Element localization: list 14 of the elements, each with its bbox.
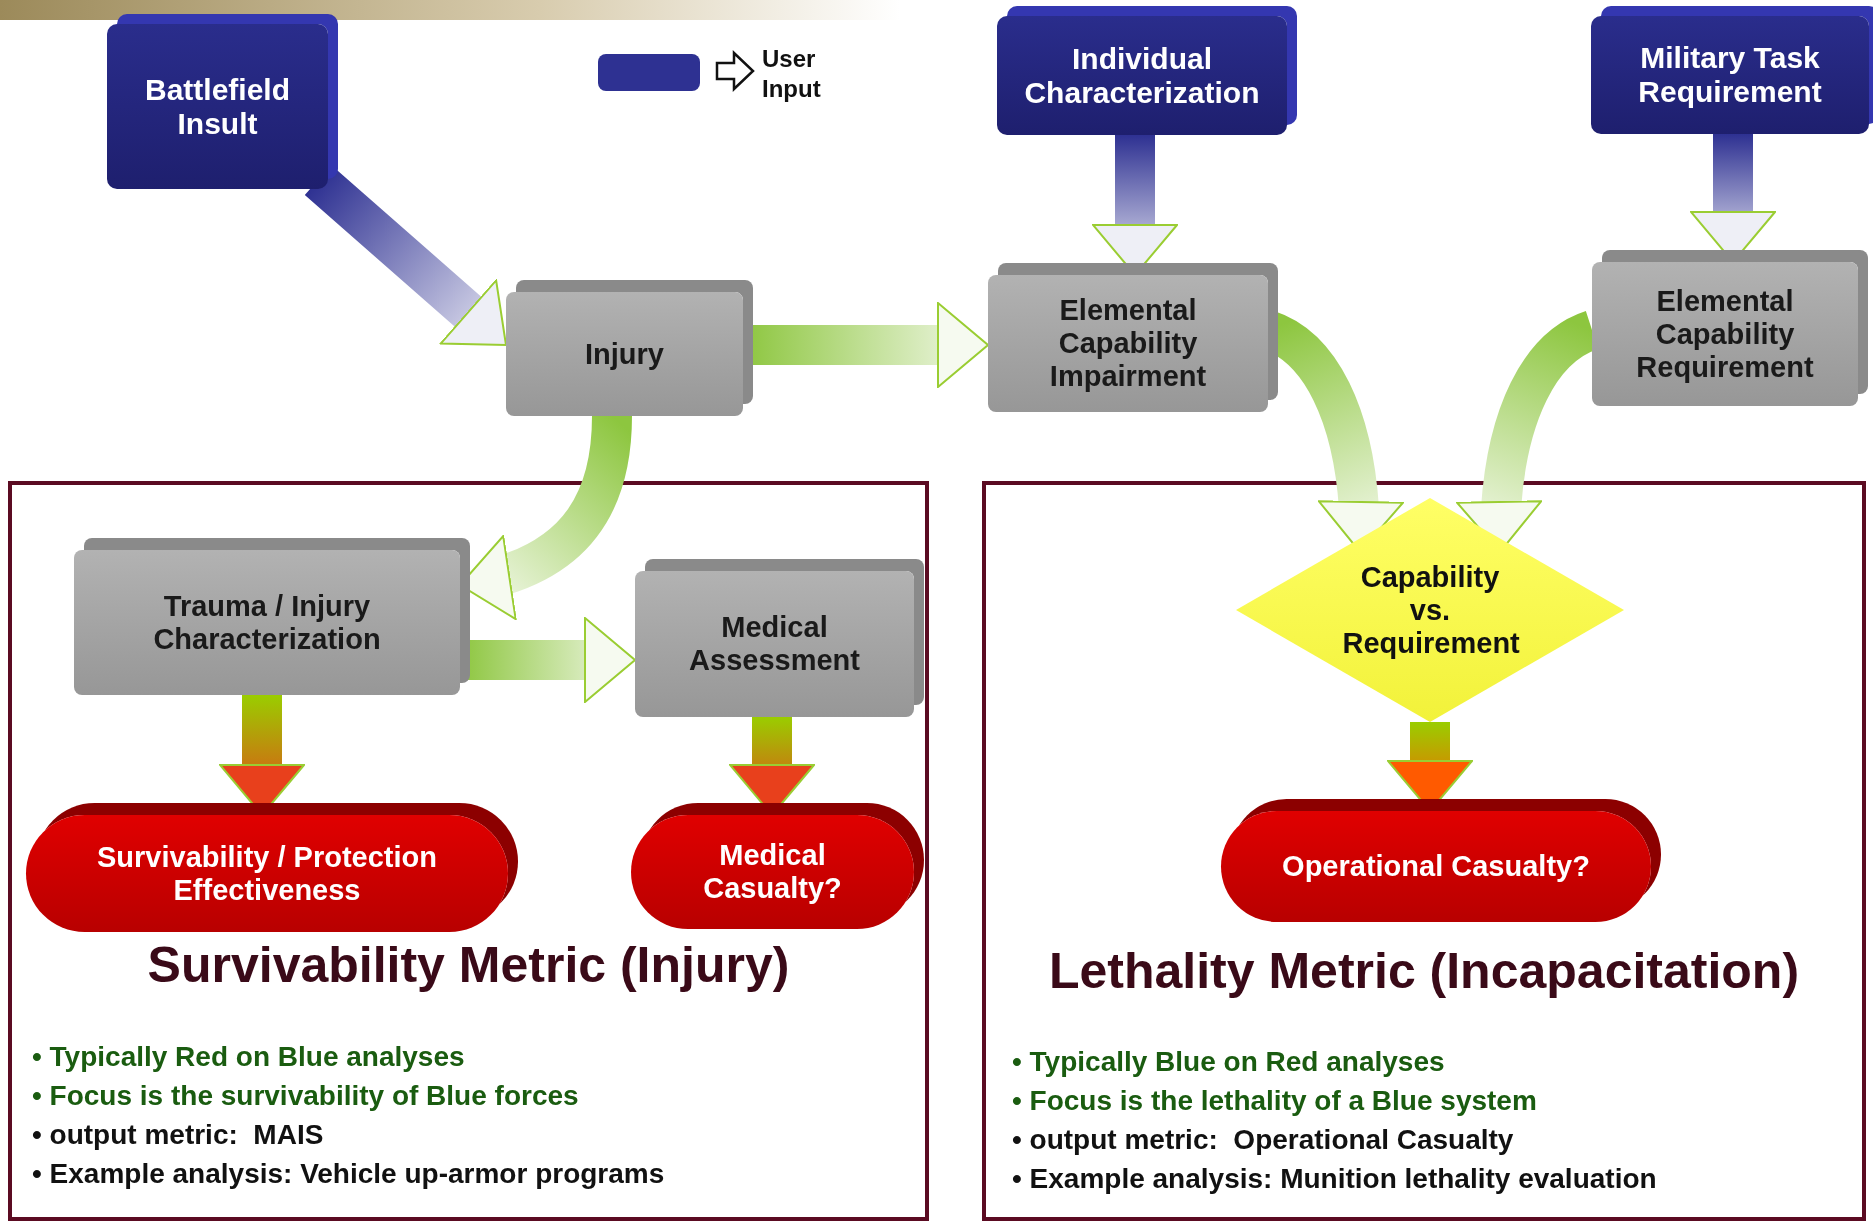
bullet-text: • Focus is the lethality of a Blue system <box>1012 1084 1538 1118</box>
bullet-text: • output metric: MAIS <box>32 1118 325 1152</box>
bullet-text: • Example analysis: Munition lethality evaluation <box>1012 1162 1657 1196</box>
bullet-text: • Focus is the survivability of Blue forces <box>32 1079 580 1113</box>
legend-label: User Input <box>762 44 822 104</box>
metric-panel <box>982 481 1866 1221</box>
bullet-text: • Typically Blue on Red analyses <box>1012 1045 1446 1079</box>
panel-heading: Lethality Metric (Incapacitation) <box>1047 942 1801 1000</box>
metric-panel <box>8 481 929 1221</box>
bullet-text: • Example analysis: Vehicle up-armor programs <box>32 1157 665 1191</box>
decision-diamond: Capability vs. Requirement <box>1236 498 1624 722</box>
bullet-text: • Typically Red on Blue analyses <box>32 1040 466 1074</box>
panel-heading: Survivability Metric (Injury) <box>146 936 791 994</box>
bullet-text: • output metric: Operational Casualty <box>1012 1123 1515 1157</box>
